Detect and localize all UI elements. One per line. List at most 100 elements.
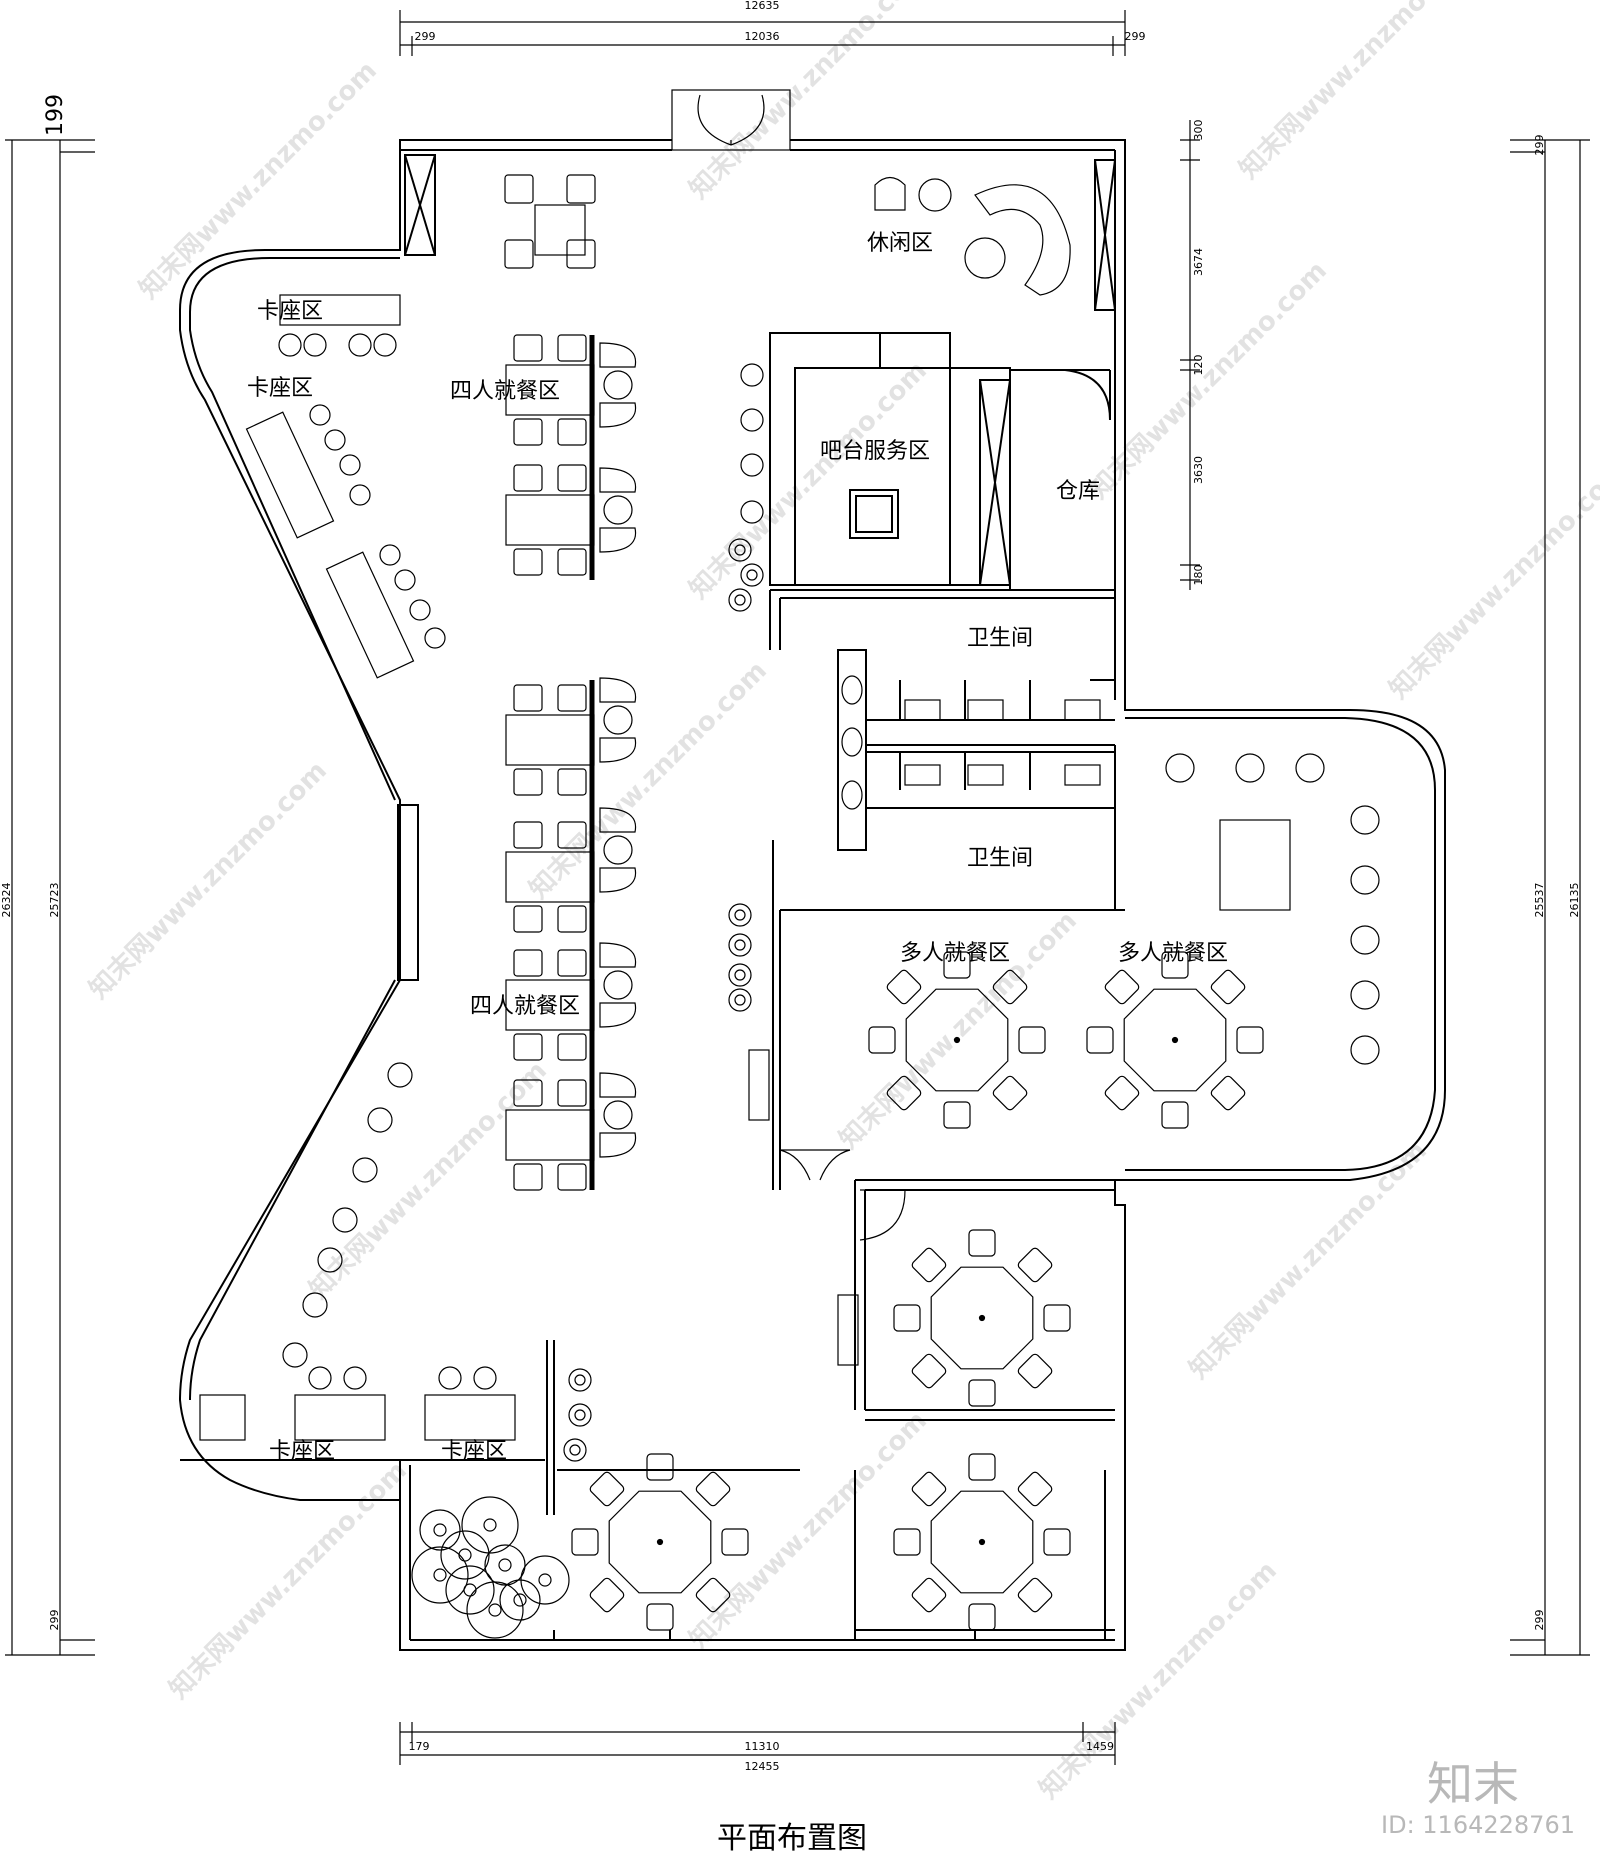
- label-booth-bottom-2: 卡座区: [441, 1439, 507, 1464]
- label-bar-service: 吧台服务区: [820, 439, 930, 464]
- chair: [1017, 1577, 1053, 1613]
- dim-top-left: 299: [415, 30, 436, 43]
- armchair: [599, 1002, 637, 1028]
- plant: [728, 538, 752, 562]
- drawing-title: 平面布置图: [717, 1821, 867, 1855]
- plant-cluster: [513, 1593, 527, 1607]
- chair: [566, 239, 596, 269]
- label-restroom-top: 卫生间: [967, 626, 1033, 651]
- side-table: [918, 178, 952, 212]
- stool: [438, 1366, 462, 1390]
- plant-cluster: [520, 1555, 570, 1605]
- plant: [574, 1374, 586, 1386]
- stool: [367, 1107, 393, 1133]
- chair: [943, 1101, 971, 1129]
- stool: [373, 333, 397, 357]
- plant: [728, 903, 752, 927]
- furniture: [199, 174, 1380, 1639]
- watermark-text: 知末网www.znzmo.com: [684, 0, 933, 205]
- watermark-text: 知末网www.znzmo.com: [84, 756, 333, 1005]
- plant: [734, 544, 746, 556]
- dim-bottom-mid: 11310: [745, 1740, 780, 1753]
- armchair: [874, 176, 906, 211]
- dim-left-bottom: 299: [48, 1610, 61, 1631]
- armchair: [599, 677, 637, 703]
- chair: [513, 949, 543, 977]
- table-center: [656, 1538, 664, 1546]
- stool: [1165, 753, 1195, 783]
- chair: [1161, 1101, 1189, 1129]
- plant: [728, 933, 752, 957]
- booth-sofa: [279, 294, 401, 326]
- restroom-fixtures: [748, 675, 1101, 1366]
- booth-sofa: [294, 1394, 386, 1441]
- chair: [968, 1229, 996, 1257]
- label-four-dining-mid: 四人就餐区: [470, 994, 580, 1019]
- side-table: [603, 370, 633, 400]
- label-restroom-bottom: 卫生间: [967, 846, 1033, 871]
- side-table: [603, 835, 633, 865]
- walls: [178, 139, 1446, 1651]
- stool: [740, 363, 764, 387]
- stool: [282, 1342, 308, 1368]
- stool: [1350, 925, 1380, 955]
- round-dining-table: [930, 1490, 1034, 1594]
- stool: [302, 1292, 328, 1318]
- dim-bottom-right: 1459: [1086, 1740, 1114, 1753]
- chair: [886, 969, 922, 1005]
- armchair: [599, 942, 637, 968]
- side-table: [603, 705, 633, 735]
- chair: [504, 239, 534, 269]
- stool: [1350, 980, 1380, 1010]
- chair: [557, 821, 587, 849]
- watermark-text: 知末网www.znzmo.com: [1184, 1136, 1433, 1385]
- stool: [1350, 805, 1380, 835]
- dim-top-right: 299: [1125, 30, 1146, 43]
- dimension-lines: [5, 10, 1590, 1765]
- plant: [568, 1403, 592, 1427]
- chair: [893, 1528, 921, 1556]
- watermark-text: 知末网www.znzmo.com: [1084, 256, 1333, 505]
- stool: [1350, 1035, 1380, 1065]
- armchair: [599, 807, 637, 833]
- stool: [394, 569, 416, 591]
- chair: [513, 334, 543, 362]
- plant-cluster: [483, 1518, 497, 1532]
- label-booth-1: 卡座区: [257, 299, 323, 324]
- dim-top-total: 12635: [745, 0, 780, 12]
- table-center: [978, 1314, 986, 1322]
- dim-left-top: 199: [43, 94, 68, 136]
- stool: [339, 454, 361, 476]
- chair: [513, 821, 543, 849]
- curved-sofa: [974, 184, 1071, 296]
- round-dining-table: [1123, 988, 1227, 1092]
- watermark-text: 知末网www.znzmo.com: [524, 656, 773, 905]
- plant: [568, 1368, 592, 1392]
- chair: [1210, 969, 1246, 1005]
- stool: [740, 408, 764, 432]
- plant-cluster: [440, 1530, 490, 1580]
- watermark-text: 知末网www.znzmo.com: [684, 356, 933, 605]
- dining-table: [505, 714, 595, 766]
- chair: [557, 684, 587, 712]
- chair: [513, 1033, 543, 1061]
- plant-cluster: [433, 1568, 447, 1582]
- chair: [513, 905, 543, 933]
- chair: [992, 969, 1028, 1005]
- chair: [557, 464, 587, 492]
- chair: [513, 418, 543, 446]
- booth-sofa: [245, 411, 335, 539]
- table-center: [1171, 1036, 1179, 1044]
- stool: [379, 544, 401, 566]
- interior-doors: [779, 1149, 906, 1241]
- stool: [424, 627, 446, 649]
- plant-cluster: [445, 1565, 495, 1615]
- watermark-text: 知末网www.znzmo.com: [1384, 456, 1600, 705]
- chair: [557, 1163, 587, 1191]
- chair: [1086, 1026, 1114, 1054]
- armchair: [599, 867, 637, 893]
- chair: [513, 768, 543, 796]
- plant: [563, 1438, 587, 1462]
- side-table: [603, 1100, 633, 1130]
